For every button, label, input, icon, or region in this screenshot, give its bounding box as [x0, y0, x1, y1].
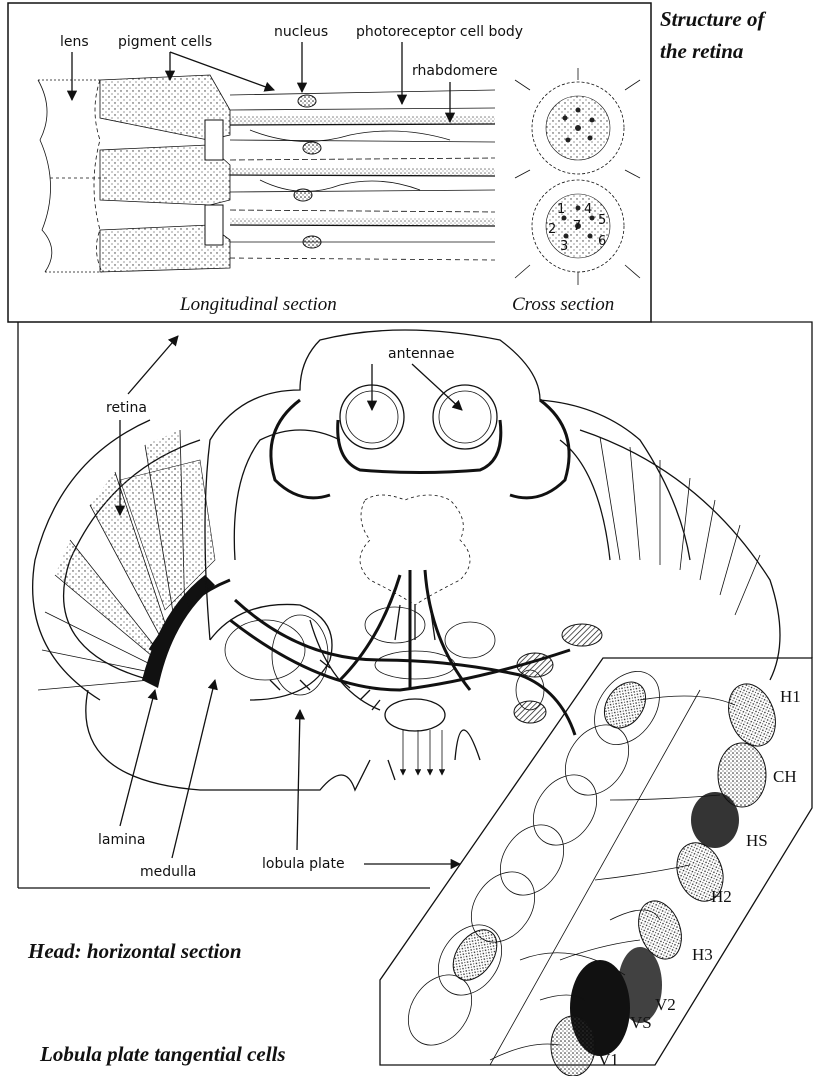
- cell-label-VS: VS: [630, 1013, 652, 1032]
- label-rhabdomere: rhabdomere: [412, 63, 498, 79]
- cross-number-3: 3: [560, 239, 568, 254]
- cell-label-V2: V2: [655, 995, 676, 1014]
- optic-lobe: [210, 604, 602, 731]
- cell-label-H2: H2: [711, 887, 732, 906]
- caption-cross: Cross section: [512, 294, 614, 315]
- cross-number-4: 4: [584, 202, 592, 217]
- caption-lobula: Lobula plate tangential cells: [39, 1042, 286, 1066]
- cell-label-H1: H1: [780, 687, 801, 706]
- label-retina: retina: [106, 400, 147, 416]
- cross-number-6: 6: [598, 234, 606, 249]
- arrow-lobula-plate-up: [297, 710, 300, 850]
- label-lens: lens: [60, 34, 89, 50]
- compound-eye: [33, 420, 230, 700]
- cross-number-1: 1: [557, 202, 565, 217]
- pigment-cells: [100, 75, 230, 272]
- cell-label-H3: H3: [692, 945, 713, 964]
- cell-label-HS: HS: [746, 831, 768, 850]
- arrow-medulla: [172, 680, 215, 858]
- arrow-lamina: [120, 690, 155, 826]
- label-lobula-plate: lobula plate: [262, 856, 345, 872]
- hatched-region-2: [514, 701, 546, 723]
- fan-HS: [691, 792, 739, 848]
- caption-head: Head: horizontal section: [27, 939, 242, 963]
- fan-H1: [720, 677, 783, 752]
- nucleus-4: [303, 236, 321, 248]
- nucleus-2: [303, 142, 321, 154]
- label-nucleus: nucleus: [274, 24, 328, 40]
- cross-number-7: 7: [573, 219, 581, 234]
- caption-longitudinal: Longitudinal section: [179, 294, 337, 315]
- label-lamina: lamina: [98, 832, 145, 848]
- retina-title-line1: Structure of: [660, 7, 766, 31]
- retina-panel: 1 2 3 4 5 6 7 lens pigment cells nucleus…: [8, 3, 651, 322]
- head-panel-frame: [651, 322, 812, 658]
- retina-title-line2: the retina: [660, 39, 743, 63]
- cross-number-2: 2: [548, 222, 556, 237]
- fan-V2-left: [444, 922, 506, 989]
- descending-arrows: [403, 730, 442, 775]
- head-outline: [205, 330, 690, 640]
- cell-label-CH: CH: [773, 767, 797, 786]
- hatched-region-3: [562, 624, 602, 646]
- antennae: [271, 385, 569, 498]
- cell-label-V1: V1: [598, 1050, 619, 1069]
- cross-number-5: 5: [598, 213, 606, 228]
- label-photoreceptor: photoreceptor cell body: [356, 24, 523, 40]
- label-medulla: medulla: [140, 864, 196, 880]
- arrow-retina-up: [128, 336, 178, 394]
- label-pigment-cells: pigment cells: [118, 34, 212, 50]
- fan-V1: [551, 1016, 595, 1076]
- fan-H1-left: [596, 674, 654, 736]
- dendritic-fans: [444, 674, 783, 1076]
- nucleus-1: [298, 95, 316, 107]
- label-antennae: antennae: [388, 346, 455, 362]
- lobula-panel: H1 CH HS H2 H3 V2 VS V1: [380, 658, 812, 1076]
